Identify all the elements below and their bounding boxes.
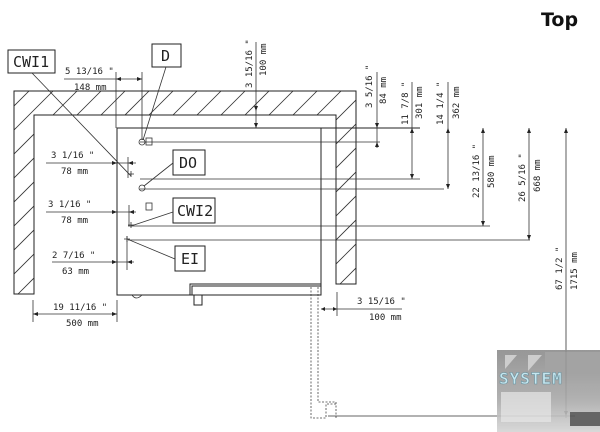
dim-top-left-offset: 5 13/16 " 148 mm xyxy=(64,67,143,140)
dim-d-height-metric: 84 mm xyxy=(379,77,389,104)
appliance-outline xyxy=(116,127,575,419)
tag-do-label: DO xyxy=(179,154,197,172)
hatch-line xyxy=(251,91,356,294)
drain-stub xyxy=(193,294,203,306)
dim-cwi2-side-metric: 78 mm xyxy=(61,216,88,226)
dim-ei-height-imperial: 26 5/16 " xyxy=(518,153,528,202)
dim-cwi2-height: 22 13/16 " 580 mm xyxy=(472,128,497,226)
tag-d-label: D xyxy=(161,47,170,65)
dim-depth-imperial: 19 11/16 " xyxy=(53,303,107,313)
hatch-line xyxy=(468,0,600,300)
hatch-line xyxy=(14,91,169,294)
dim-do-height: 11 7/8 " 301 mm xyxy=(401,82,425,179)
dim-depth: 19 11/16 " 500 mm xyxy=(32,300,118,329)
dim-cwi1-side-metric: 78 mm xyxy=(61,167,88,177)
dim-do-height-2-metric: 362 mm xyxy=(452,86,462,119)
watermark-text: SYSTEM xyxy=(499,369,563,388)
hatch-line xyxy=(299,91,356,294)
hatch-line xyxy=(14,91,265,294)
dim-wall-clearance-right-metric: 100 mm xyxy=(369,313,402,323)
tag-cwi1-label: CWI1 xyxy=(13,53,49,71)
tag-cwi2: CWI2 xyxy=(130,197,216,227)
dim-wall-clearance-top-imperial: 3 15/16 " xyxy=(245,39,255,88)
dim-do-height-metric: 301 mm xyxy=(415,86,425,119)
watermark-logo: SYSTEM xyxy=(497,350,600,432)
dim-d-height: 3 5/16 " 84 mm xyxy=(365,65,389,148)
dim-total-height-metric: 1715 mm xyxy=(570,252,580,290)
dim-wall-clearance-top-metric: 100 mm xyxy=(259,43,269,76)
dim-ei-height-metric: 668 mm xyxy=(533,159,543,192)
dim-cwi1-side: 3 1/16 " 78 mm xyxy=(46,151,136,178)
tag-cwi2-label: CWI2 xyxy=(177,202,213,220)
dim-ei-side: 2 7/16 " 63 mm xyxy=(52,236,134,277)
dim-ei-side-imperial: 2 7/16 " xyxy=(52,251,95,261)
hatch-line xyxy=(492,0,600,300)
view-title: Top xyxy=(541,9,578,31)
dim-do-height-imperial: 11 7/8 " xyxy=(401,82,411,125)
tag-ei: EI xyxy=(126,238,206,272)
dim-ei-side-metric: 63 mm xyxy=(62,267,89,277)
dim-cwi2-height-metric: 580 mm xyxy=(487,155,497,188)
tag-do: DO xyxy=(143,149,206,187)
dim-top-left-offset-metric: 148 mm xyxy=(74,83,107,93)
cwi2-connection-square-icon xyxy=(145,202,153,211)
do-connection-icon xyxy=(138,184,146,192)
dim-do-height-2-imperial: 14 1/4 " xyxy=(436,82,446,125)
dim-depth-metric: 500 mm xyxy=(66,319,99,329)
dim-ei-height: 26 5/16 " 668 mm xyxy=(518,128,543,240)
dim-top-left-offset-imperial: 5 13/16 " xyxy=(65,67,114,77)
hatch-line xyxy=(588,0,600,300)
dim-cwi2-height-imperial: 22 13/16 " xyxy=(472,144,482,198)
dim-wall-clearance-top: 3 15/16 " 100 mm xyxy=(245,39,269,128)
dim-total-height-imperial: 67 1/2 " xyxy=(555,247,565,290)
dim-do-height-2: 14 1/4 " 362 mm xyxy=(436,82,462,189)
dim-cwi1-side-imperial: 3 1/16 " xyxy=(51,151,94,161)
d-connection-square-icon xyxy=(145,137,153,146)
tag-d: D xyxy=(142,43,182,141)
dim-d-height-imperial: 3 5/16 " xyxy=(365,65,375,108)
hatch-line xyxy=(59,91,356,294)
dim-wall-clearance-right-imperial: 3 15/16 " xyxy=(357,297,406,307)
dim-cwi2-side: 3 1/16 " 78 mm xyxy=(46,200,136,226)
dim-wall-clearance-right: 3 15/16 " 100 mm xyxy=(321,292,406,323)
tag-ei-label: EI xyxy=(181,250,199,268)
hatch-line xyxy=(179,91,356,294)
dim-cwi2-side-imperial: 3 1/16 " xyxy=(48,200,91,210)
tag-cwi1: CWI1 xyxy=(7,49,132,177)
